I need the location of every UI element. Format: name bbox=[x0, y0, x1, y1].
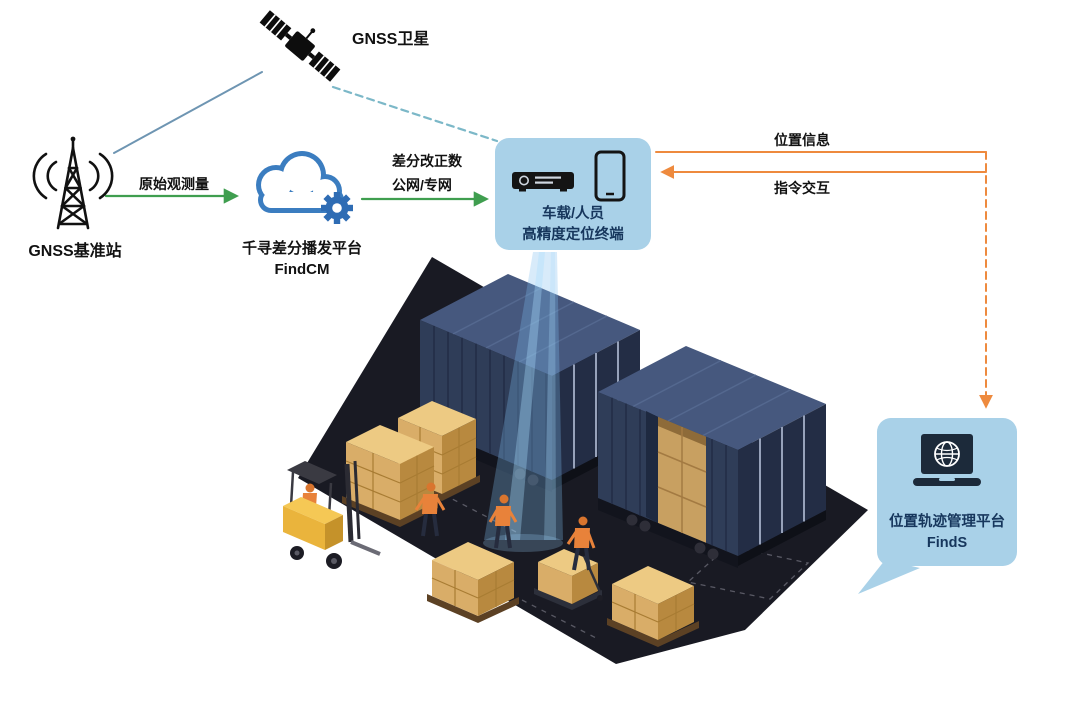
positioning-beam bbox=[483, 252, 563, 552]
position-info-label: 位置信息 bbox=[774, 132, 830, 148]
platform-title: 位置轨迹管理平台 bbox=[889, 514, 1005, 530]
floor-markings bbox=[403, 473, 810, 641]
management-platform-node: 位置轨迹管理平台 FindS bbox=[877, 418, 1017, 566]
corrections-label-line2: 公网/专网 bbox=[392, 177, 452, 193]
laptop-globe-icon bbox=[913, 434, 981, 486]
satellite-icon bbox=[259, 10, 341, 82]
satellite-label: GNSS卫星 bbox=[352, 31, 430, 48]
globe-icon bbox=[934, 441, 960, 467]
pallet-stack-bottom-right bbox=[607, 566, 699, 647]
worker-icon bbox=[488, 494, 518, 549]
corrections-label-line1: 差分改正数 bbox=[392, 153, 462, 169]
cloud-platform-title: 千寻差分播发平台 bbox=[241, 240, 362, 257]
smartphone-icon bbox=[594, 150, 626, 202]
raw-observation-label: 原始观测量 bbox=[139, 176, 209, 192]
radio-tower-icon bbox=[32, 136, 114, 230]
cloud-platform-product: FindCM bbox=[274, 261, 330, 278]
command-interaction-label: 指令交互 bbox=[774, 180, 830, 196]
platform-product: FindS bbox=[926, 535, 968, 552]
speech-bubble-tail bbox=[858, 560, 920, 594]
forklift-icon bbox=[283, 460, 381, 569]
container-door-panel bbox=[646, 411, 658, 523]
terminal-label-line1: 车载/人员 bbox=[541, 206, 605, 222]
terminal-label-line2: 高精度定位终端 bbox=[522, 227, 624, 244]
gear-icon bbox=[321, 192, 353, 224]
link-satellite-to-base bbox=[113, 71, 263, 154]
worker-icon bbox=[566, 516, 596, 571]
link-satellite-to-terminal bbox=[331, 85, 499, 143]
pallet-stack-bottom-middle bbox=[427, 542, 519, 623]
pallet-jack bbox=[534, 549, 603, 610]
worker-icon bbox=[414, 482, 446, 537]
base-station-label: GNSS基准站 bbox=[28, 243, 122, 260]
connection-lines bbox=[104, 71, 993, 409]
shipping-container-lower bbox=[598, 346, 826, 568]
receiver-icon bbox=[512, 172, 574, 192]
container-cargo-boxes bbox=[657, 416, 707, 543]
terminal-node: 车载/人员 高精度定位终端 bbox=[495, 138, 651, 250]
cloud-gear-icon bbox=[256, 151, 353, 224]
